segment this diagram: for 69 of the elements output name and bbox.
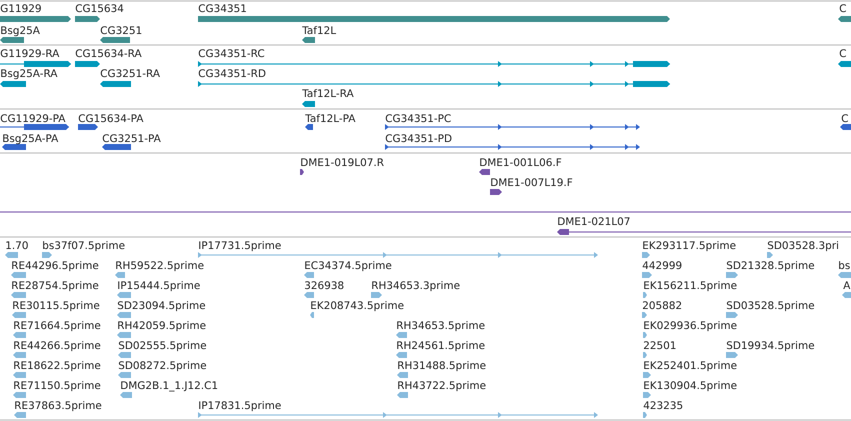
feature-label: EK208743.5prime: [311, 301, 404, 312]
feature-label: CG34351-RC: [198, 49, 264, 58]
feature-label: SD19934.5prime: [726, 341, 814, 352]
feature-label: RE71150.5prime: [14, 381, 100, 392]
feature-label: Taf12L-RA: [302, 89, 354, 98]
feature-label: EK156211.5prime: [644, 281, 736, 292]
feature-label: RH24561.5prime: [397, 341, 484, 352]
feature-label: SD21328.5prime: [726, 261, 814, 272]
feature-label: CG3251: [100, 26, 142, 34]
feature-label: SD08272.5prime: [118, 361, 206, 372]
feature-label: RH31488.5prime: [398, 361, 486, 372]
feature-label: CG15634-RA: [76, 49, 142, 58]
feature-label: SD03528.5prime: [726, 301, 814, 312]
feature-label: RE71664.5prime: [14, 321, 100, 332]
feature-label: IP17831.5prime: [199, 401, 281, 412]
feature-label: C: [842, 114, 848, 122]
feature-label: DME1-001L06.F: [480, 158, 562, 166]
feature-label: EC34374.5prime: [305, 261, 392, 272]
feature-label: CG34351-PD: [386, 134, 452, 142]
feature-label: CG15634-PA: [78, 114, 144, 122]
feature-label: A: [843, 281, 850, 289]
feature-label: SD02555.5prime: [118, 341, 206, 352]
feature-label: RE44296.5prime: [12, 261, 98, 272]
feature-label: IP15444.5prime: [118, 281, 200, 292]
feature-label: DME1-007L19.F: [491, 178, 572, 186]
feature-label: 442999: [642, 261, 682, 270]
feature-label: G11929-RA: [0, 49, 60, 58]
feature-label: RH34653.3prime: [372, 281, 460, 292]
feature-label: SD23094.5prime: [118, 301, 206, 312]
feature-label: CG3251-RA: [100, 69, 160, 78]
feature-label: CG3251-PA: [102, 134, 161, 142]
feature-label: Taf12L: [302, 26, 336, 34]
feature-label: Bsg25A-RA: [1, 69, 58, 80]
feature-label: CG34351-RD: [198, 69, 266, 78]
feature-label: G11929: [0, 4, 41, 12]
feature-label: Bsg25A-PA: [3, 134, 58, 144]
feature-label: EK252401.5prime: [644, 361, 736, 372]
feature-label: 205882: [642, 301, 682, 310]
feature-label: EK293117.5prime: [643, 241, 736, 252]
feature-label: RH34653.5prime: [397, 321, 484, 332]
feature-label: CG11929-PA: [0, 114, 66, 122]
feature-label: C: [840, 4, 846, 12]
feature-label: RE44266.5prime: [14, 341, 100, 352]
feature-label: 423235: [644, 401, 682, 410]
feature-label: RH42059.5prime: [118, 321, 206, 332]
feature-label: bs37f07.5prime: [43, 241, 124, 252]
feature-label: 22501: [644, 341, 676, 350]
feature-label: SD03528.3pri: [768, 241, 838, 252]
feature-label: DMG2B.1_1.J12.C1: [121, 381, 218, 392]
feature-label: Taf12L-PA: [305, 114, 356, 122]
feature-label: CG34351-PC: [386, 114, 451, 122]
feature-label: RE28754.5prime: [12, 281, 98, 292]
feature-label: RH43722.5prime: [398, 381, 486, 392]
feature-label: 326938: [305, 281, 344, 290]
feature-label: CG34351: [198, 4, 246, 12]
feature-label: RE30115.5prime: [13, 301, 100, 312]
feature-label: IP17731.5prime: [199, 241, 281, 252]
feature-label: DME1-019L07.R: [301, 158, 384, 166]
feature-label: RE18622.5prime: [14, 361, 100, 372]
feature-label: RH59522.5prime: [116, 261, 204, 272]
feature-label: RE37863.5prime: [15, 401, 102, 412]
feature-label: EK130904.5prime: [644, 381, 736, 392]
feature-label: 1.70: [6, 241, 28, 250]
feature-label: DME1-021L07: [558, 217, 630, 226]
feature-label: bs: [839, 261, 850, 270]
feature-label: CG15634: [76, 4, 124, 12]
feature-label: Bsg25A: [1, 26, 40, 36]
feature-label: EK029936.5prime: [644, 321, 736, 332]
feature-label: C: [840, 49, 846, 58]
